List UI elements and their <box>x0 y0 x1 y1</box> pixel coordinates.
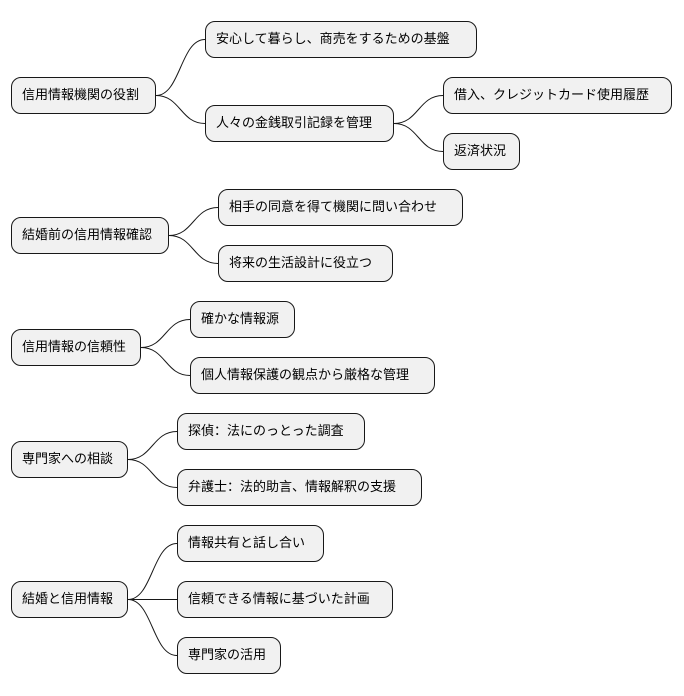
connector-line <box>127 431 178 460</box>
connector-line <box>393 123 444 152</box>
connector-line <box>155 39 206 96</box>
root-node-credit-info-reliability: 信用情報の信頼性 <box>11 329 141 366</box>
root-node-marriage-and-credit-info: 結婚と信用情報 <box>11 581 128 618</box>
connector-line <box>168 235 219 264</box>
node-lawyer-legal-advice: 弁護士：法的助言、情報解釈の支援 <box>177 469 422 506</box>
node-inquire-with-consent: 相手の同意を得て機関に問い合わせ <box>218 189 463 226</box>
node-reliable-source: 確かな情報源 <box>190 301 295 338</box>
connector-line <box>127 599 178 656</box>
node-repayment-status: 返済状況 <box>443 133 520 170</box>
connector-line <box>127 543 178 600</box>
connector-line <box>168 207 219 236</box>
node-manage-financial-records: 人々の金銭取引記録を管理 <box>205 105 394 142</box>
connector-line <box>393 95 444 124</box>
node-borrowing-credit-history: 借入、クレジットカード使用履歴 <box>443 77 672 114</box>
node-share-and-discuss: 情報共有と話し合い <box>177 525 324 562</box>
connector-line <box>140 319 191 348</box>
node-use-experts: 専門家の活用 <box>177 637 281 674</box>
node-plan-based-on-reliable-info: 信頼できる情報に基づいた計画 <box>177 581 393 618</box>
node-detective-legal-investigation: 探偵：法にのっとった調査 <box>177 413 365 450</box>
connector-line <box>127 459 178 488</box>
connector-line <box>155 95 206 124</box>
root-node-expert-consultation: 専門家への相談 <box>11 441 128 478</box>
root-node-premarital-credit-check: 結婚前の信用情報確認 <box>11 217 169 254</box>
connector-line <box>140 347 191 376</box>
node-foundation-for-life-business: 安心して暮らし、商売をするための基盤 <box>205 21 477 58</box>
node-useful-for-life-planning: 将来の生活設計に役立つ <box>218 245 393 282</box>
root-node-credit-bureau-role: 信用情報機関の役割 <box>11 77 156 114</box>
node-strict-privacy-management: 個人情報保護の観点から厳格な管理 <box>190 357 435 394</box>
